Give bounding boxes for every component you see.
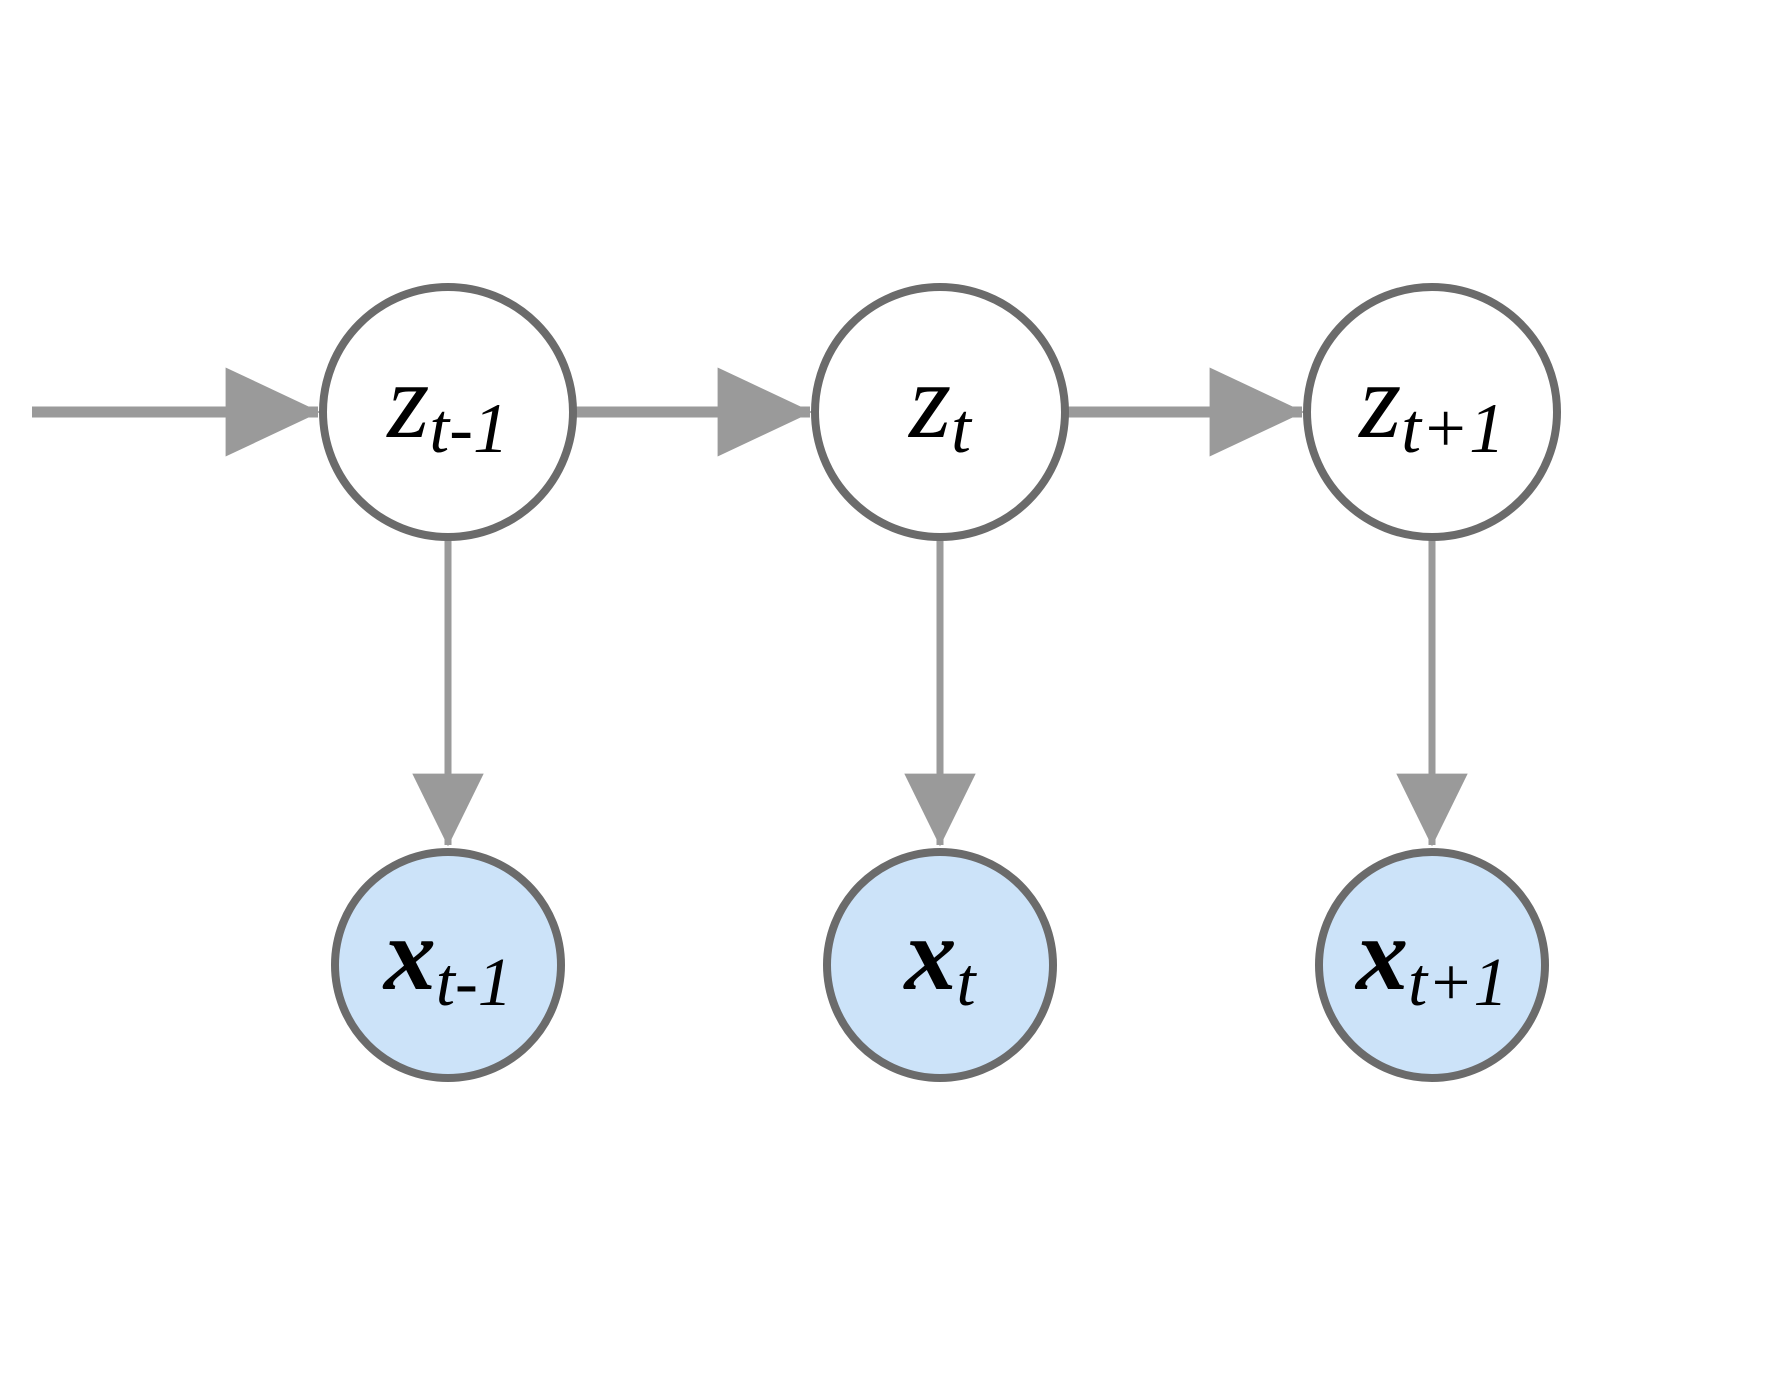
node-label-base-x-t-plus-1: x bbox=[1354, 897, 1408, 1012]
observed-node-circle-x-t[interactable] bbox=[823, 848, 1057, 1082]
node-label-base-z-t-minus-1: z bbox=[385, 342, 429, 461]
node-label-base-z-t: z bbox=[907, 342, 951, 461]
node-label-x-t: xt bbox=[902, 897, 977, 1020]
node-label-subscript-x-t-plus-1: t+1 bbox=[1408, 944, 1508, 1020]
latent-node-circle-z-t-plus-1[interactable] bbox=[1303, 283, 1561, 541]
node-x-t-plus-1[interactable]: xt+1 bbox=[1315, 848, 1549, 1082]
latent-node-circle-z-t[interactable] bbox=[811, 283, 1069, 541]
node-label-x-t-minus-1: xt-1 bbox=[382, 897, 512, 1020]
node-label-z-t: zt bbox=[907, 342, 973, 469]
node-label-subscript-x-t-minus-1: t-1 bbox=[436, 944, 512, 1020]
node-z-t-minus-1[interactable]: zt-1 bbox=[319, 283, 577, 541]
node-label-base-x-t: x bbox=[902, 897, 956, 1012]
edges-layer bbox=[32, 367, 1468, 847]
observed-node-circle-x-t-plus-1[interactable] bbox=[1315, 848, 1549, 1082]
node-label-base-z-t-plus-1: z bbox=[1357, 342, 1401, 461]
node-label-subscript-z-t-minus-1: t-1 bbox=[429, 389, 508, 468]
observed-node-circle-x-t-minus-1[interactable] bbox=[331, 848, 565, 1082]
node-label-z-t-minus-1: zt-1 bbox=[385, 342, 508, 469]
node-label-subscript-z-t: t bbox=[951, 389, 973, 468]
node-label-subscript-z-t-plus-1: t+1 bbox=[1401, 389, 1505, 468]
node-label-subscript-x-t: t bbox=[956, 944, 977, 1020]
node-label-x-t-plus-1: xt+1 bbox=[1354, 897, 1508, 1020]
node-x-t[interactable]: xt bbox=[823, 848, 1057, 1082]
latent-node-circle-z-t-minus-1[interactable] bbox=[319, 283, 577, 541]
node-x-t-minus-1[interactable]: xt-1 bbox=[331, 848, 565, 1082]
node-label-base-x-t-minus-1: x bbox=[382, 897, 436, 1012]
node-label-z-t-plus-1: zt+1 bbox=[1357, 342, 1505, 469]
node-z-t[interactable]: zt bbox=[811, 283, 1069, 541]
node-z-t-plus-1[interactable]: zt+1 bbox=[1303, 283, 1561, 541]
